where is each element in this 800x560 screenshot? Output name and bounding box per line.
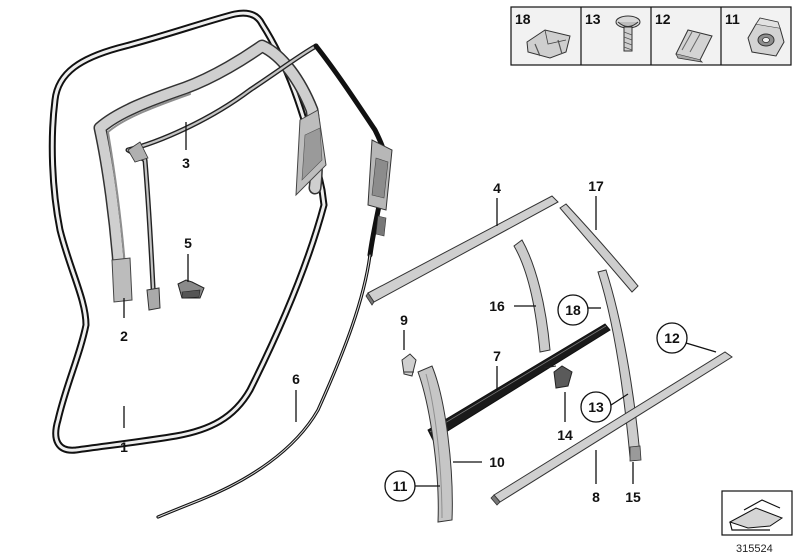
callout-15: 15 (625, 489, 641, 505)
callout-16: 16 (489, 298, 505, 314)
callout-12: 12 (664, 330, 680, 346)
window-shaft-seal (427, 323, 611, 441)
window-channel (125, 43, 319, 311)
legend-number-13: 13 (585, 11, 601, 27)
callout-6: 6 (292, 371, 300, 387)
callout-7: 7 (493, 348, 501, 364)
callout-3: 3 (182, 155, 190, 171)
outer-door-seal (48, 9, 328, 454)
callout-14: 14 (557, 427, 573, 443)
callout-11: 11 (393, 478, 408, 494)
window-frame-seal (93, 39, 327, 303)
shaft-bracket (543, 365, 573, 389)
upper-trim-strip (365, 195, 559, 306)
callout-9: 9 (400, 312, 408, 328)
narrow-trim-panel (513, 239, 551, 353)
callout-17: 17 (588, 178, 604, 194)
callout-2: 2 (120, 328, 128, 344)
callout-4: 4 (493, 180, 501, 196)
callout-5: 5 (184, 235, 192, 251)
small-clip (401, 353, 417, 377)
callout-1: 1 (120, 439, 128, 455)
screw-icon (615, 15, 641, 52)
callout-10: 10 (489, 454, 505, 470)
legend-number-18: 18 (515, 11, 531, 27)
small-bracket (177, 279, 205, 299)
callout-13: 13 (588, 399, 604, 415)
legend-number-11: 11 (725, 11, 740, 27)
parts-legend: 18 13 12 11 (510, 6, 792, 66)
edge-clip-icon (675, 29, 713, 63)
pillar-cover (417, 365, 453, 523)
lower-outer-trim (490, 351, 733, 506)
bracket-clip-icon (526, 29, 571, 59)
callout-circles (384, 294, 688, 502)
callout-18: 18 (565, 302, 581, 318)
callout-8: 8 (592, 489, 600, 505)
pillar-trim (597, 269, 642, 462)
lower-seal-strip (156, 253, 372, 519)
leader-lines (123, 122, 717, 487)
reference-number: 315524 (736, 543, 773, 555)
expanding-nut-icon (747, 17, 785, 57)
door-pillar-seal (313, 43, 393, 258)
corner-trim (559, 203, 639, 293)
arrow-reference-icon (721, 490, 793, 536)
legend-number-12: 12 (655, 11, 671, 27)
